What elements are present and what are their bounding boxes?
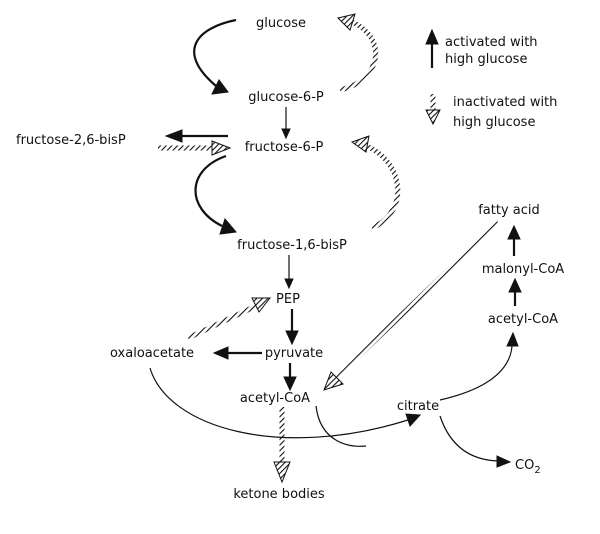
arrow-head-malonyl-coa [508,277,522,293]
arrow-head-pyruvate [285,330,299,346]
arrow-oxaloacetate-to-citrate [149,367,409,439]
arrow-head-f26bp [164,129,183,143]
node-fatty-acid: fatty acid [478,203,540,218]
arrow-oxaloacetate-to-pep [186,303,258,341]
node-fructose-6-p: fructose-6-P [245,140,324,155]
arrow-citrate-to-co2 [439,415,499,462]
arrow-head-ketone-bodies [273,461,291,484]
node-ketone-bodies: ketone bodies [233,487,325,502]
legend-activated-line1: activated with [445,35,538,50]
arrow-f6p-to-f16bp [194,154,227,227]
arrow-head-acetyl-coa [283,376,297,392]
arrow-head-f6p-from-f26bp [211,140,232,156]
arrow-f16bp-to-f6p [364,143,401,231]
arrow-head-co2 [496,455,512,468]
arrow-head-f16bp [219,217,237,235]
arrow-head-glucose [337,13,356,31]
legend-inactivated-line2: high glucose [453,115,535,130]
legend-activated-arrow-icon [425,28,439,45]
arrow-g6p-to-glucose [339,19,379,93]
node-pep: PEP [276,292,300,307]
arrow-head-f6p-from-f16bp [350,135,370,153]
arrow-head-acetyl-coa-right [506,331,519,347]
arrow-acetyl-coa-joins-citrate [315,405,367,447]
co2-subscript: 2 [534,465,540,476]
co2-main: CO [515,458,534,473]
arrow-head-acetyl-coa-from-fatty-acid [323,371,344,391]
node-acetyl-coa: acetyl-CoA [240,391,310,406]
arrow-citrate-to-acetyl-coa [439,345,513,401]
node-glucose-6-p: glucose-6-P [248,90,324,105]
arrow-head-pep [284,278,294,290]
node-fructose-1-6-bisp: fructose-1,6-bisP [237,238,347,253]
node-fructose-2-6-bisp: fructose-2,6-bisP [16,133,126,148]
arrow-head-fatty-acid [507,224,521,240]
arrow-fatty-acid-to-acetyl-coa [334,220,500,380]
arrow-head-oxaloacetate [212,346,229,360]
arrow-glucose-to-g6p [193,18,237,87]
arrow-head-pep-from-oaa [251,297,272,313]
arrow-head-f6p [281,128,291,140]
node-acetyl-coa-right: acetyl-CoA [488,312,558,327]
arrow-head-g6p [211,79,229,95]
node-malonyl-coa: malonyl-CoA [482,262,564,277]
legend-activated-line2: high glucose [445,52,527,67]
arrow-head-citrate [405,413,422,427]
node-pyruvate: pyruvate [265,346,323,361]
node-citrate: citrate [397,399,439,414]
node-co2: CO2 [515,458,541,476]
legend-inactivated-arrow-icon [425,109,441,126]
node-oxaloacetate: oxaloacetate [110,346,194,361]
node-glucose: glucose [256,16,306,31]
legend: activated with high glucose inactivated … [425,28,557,130]
legend-inactivated-line1: inactivated with [453,95,557,110]
